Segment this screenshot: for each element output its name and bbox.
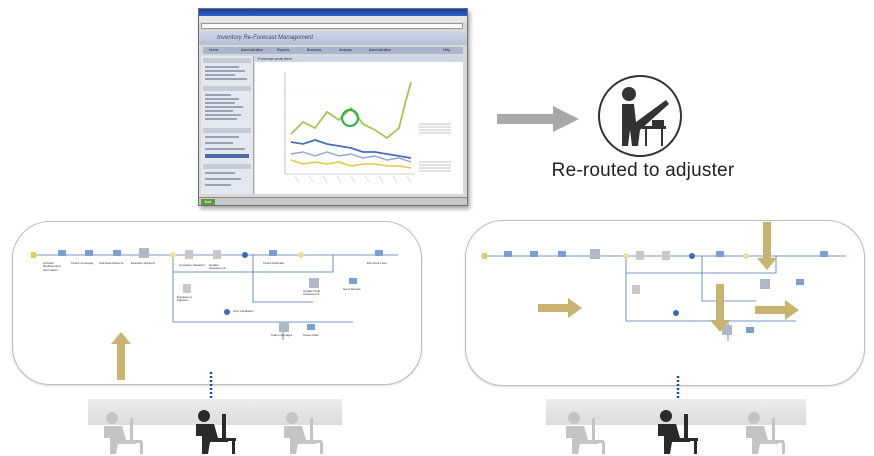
series-line-yellow bbox=[290, 159, 412, 169]
content-title: Forecast work item bbox=[255, 56, 463, 62]
pane-line[interactable] bbox=[205, 106, 243, 108]
left-pane bbox=[201, 56, 254, 194]
worker-at-desk-icon bbox=[658, 410, 698, 454]
up-arrow-icon bbox=[111, 332, 131, 380]
app-screenshot: Inventory Re-Forecast Management Home Ad… bbox=[198, 8, 468, 206]
worker-at-desk-icon bbox=[104, 412, 143, 454]
pane-line[interactable] bbox=[205, 184, 231, 186]
pane-line[interactable] bbox=[205, 118, 237, 120]
app-header bbox=[199, 31, 467, 45]
down-arrow-icon bbox=[710, 284, 730, 332]
window-titlebar bbox=[199, 9, 467, 16]
node-label: Check Estimate bbox=[263, 261, 285, 265]
node-label: Claim Damages bbox=[271, 333, 293, 337]
process-panel-left: Activate Replacement Information Check C… bbox=[12, 221, 422, 385]
pane-line[interactable] bbox=[205, 102, 235, 104]
app-title: Inventory Re-Forecast Management bbox=[217, 35, 314, 41]
process-flow-right bbox=[482, 249, 846, 341]
node-label: Send Review bbox=[343, 287, 361, 291]
main-content: Forecast work item bbox=[255, 56, 463, 194]
pane-line[interactable] bbox=[205, 148, 245, 150]
pane-line[interactable] bbox=[205, 110, 233, 112]
taskbar: start bbox=[199, 197, 467, 205]
node-label: Escalate to Adjuster bbox=[177, 295, 192, 303]
pane-line[interactable] bbox=[205, 114, 241, 116]
caption: Re-routed to adjuster bbox=[551, 160, 735, 181]
start-button[interactable]: start bbox=[201, 199, 215, 205]
pane-line[interactable] bbox=[205, 78, 247, 80]
line-chart bbox=[284, 72, 451, 183]
nav-tab[interactable]: Help bbox=[443, 48, 451, 52]
nav-tab[interactable]: Business bbox=[307, 48, 322, 52]
pane-header bbox=[203, 86, 251, 91]
node-label: Update Final Assessment bbox=[303, 289, 321, 297]
nav-tab[interactable]: Home bbox=[209, 48, 219, 52]
node-label: Complete Valuation bbox=[179, 263, 205, 267]
pane-header bbox=[203, 128, 251, 133]
right-arrow-icon bbox=[755, 300, 799, 320]
address-bar bbox=[201, 23, 463, 29]
pane-line[interactable] bbox=[205, 136, 239, 138]
node-label: Evaluate Subjects bbox=[131, 261, 156, 265]
worker-at-desk-icon bbox=[566, 412, 605, 454]
worker-at-desk-icon bbox=[746, 412, 785, 454]
right-arrow-icon bbox=[497, 106, 579, 132]
pane-header bbox=[203, 164, 251, 169]
pane-line[interactable] bbox=[205, 98, 239, 100]
pane-line[interactable] bbox=[205, 66, 239, 68]
highlight-circle bbox=[340, 108, 360, 128]
node-label: Calculate Reserve bbox=[99, 261, 124, 265]
node-label: Activate Replacement Information bbox=[43, 261, 61, 272]
series-line-blue bbox=[290, 139, 412, 159]
node-label: User escalation bbox=[233, 309, 254, 313]
down-arrow-icon bbox=[757, 222, 777, 270]
office-strip-right bbox=[546, 399, 806, 425]
pane-selected[interactable] bbox=[205, 154, 249, 158]
nav-tab[interactable]: Administration bbox=[241, 48, 264, 52]
pane-line[interactable] bbox=[205, 74, 235, 76]
right-arrow-icon bbox=[538, 298, 582, 318]
pane-line[interactable] bbox=[205, 172, 235, 174]
nav-tab[interactable]: Analysis bbox=[339, 48, 353, 52]
node-label: Close Claim bbox=[303, 333, 320, 337]
pane-line[interactable] bbox=[205, 94, 231, 96]
pane-line[interactable] bbox=[205, 142, 233, 144]
window-menubar bbox=[199, 16, 467, 22]
pane-line[interactable] bbox=[205, 70, 245, 72]
node-label: Update Assessment bbox=[209, 263, 226, 271]
pane-line[interactable] bbox=[205, 178, 241, 180]
series-line-blue-light bbox=[290, 151, 412, 163]
nav-tab[interactable]: Reports bbox=[277, 48, 290, 52]
node-label: Check Coverage bbox=[71, 261, 94, 265]
nav-tab[interactable]: Administration bbox=[369, 48, 392, 52]
process-flow-left bbox=[31, 248, 398, 340]
pane-header bbox=[203, 58, 251, 63]
nav-tabs: Home Administration Reports Business Ana… bbox=[203, 47, 463, 54]
process-panel-right bbox=[465, 220, 865, 386]
worker-at-desk-icon bbox=[284, 412, 323, 454]
node-label: Exit Final Loss bbox=[367, 261, 387, 265]
worker-at-desk-icon bbox=[196, 410, 236, 454]
person-presenting-icon bbox=[598, 75, 682, 157]
